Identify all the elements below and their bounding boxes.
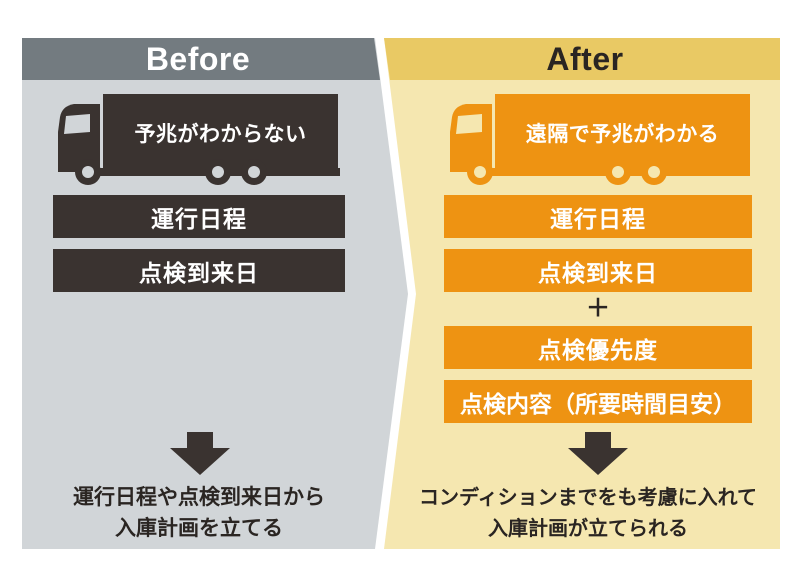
after-bar-schedule: 運行日程 <box>444 195 752 238</box>
after-bar-priority: 点検優先度 <box>444 326 752 369</box>
before-bar-inspection-date-text: 点検到来日 <box>139 260 259 287</box>
plus-sign-text: ＋ <box>586 294 610 322</box>
after-caption-line-1: コンディションまでをも考慮に入れて <box>419 485 757 509</box>
before-header: Before <box>22 38 374 80</box>
plus-sign: ＋ <box>444 294 752 322</box>
after-truck-icon <box>450 94 750 185</box>
after-header-text: After <box>546 40 624 77</box>
after-bar-schedule-text: 運行日程 <box>550 206 646 233</box>
before-truck-icon <box>58 94 340 185</box>
before-bar-inspection-date: 点検到来日 <box>53 249 345 292</box>
after-truck-label: 遠隔で予兆がわかる <box>495 94 750 172</box>
after-caption-line-2: 入庫計画が立てられる <box>488 516 688 540</box>
before-truck-label-text: 予兆がわからない <box>134 122 307 146</box>
before-header-bg <box>22 38 374 80</box>
after-bar-content-text: 点検内容（所要時間目安） <box>460 391 736 418</box>
after-bar-content: 点検内容（所要時間目安） <box>444 380 752 423</box>
before-bar-schedule-text: 運行日程 <box>151 206 247 233</box>
after-down-arrow-icon <box>568 432 628 475</box>
before-bar-schedule: 運行日程 <box>53 195 345 238</box>
after-header-bg <box>384 38 780 80</box>
before-down-arrow-icon <box>170 432 230 475</box>
before-truck-label: 予兆がわからない <box>103 94 338 172</box>
before-caption: 運行日程や点検到来日から 入庫計画を立てる <box>22 482 376 544</box>
before-header-chevron <box>374 38 380 80</box>
after-bar-inspection-date: 点検到来日 <box>444 249 752 292</box>
after-header: After <box>390 38 780 80</box>
after-bar-priority-text: 点検優先度 <box>538 337 658 364</box>
before-caption-line-1: 運行日程や点検到来日から <box>73 485 325 509</box>
after-bar-inspection-date-text: 点検到来日 <box>538 260 658 287</box>
before-caption-line-2: 入庫計画を立てる <box>115 516 283 540</box>
before-header-text: Before <box>145 40 251 77</box>
after-caption: コンディションまでをも考慮に入れて 入庫計画が立てられる <box>396 482 780 544</box>
after-truck-label-text: 遠隔で予兆がわかる <box>525 122 720 146</box>
